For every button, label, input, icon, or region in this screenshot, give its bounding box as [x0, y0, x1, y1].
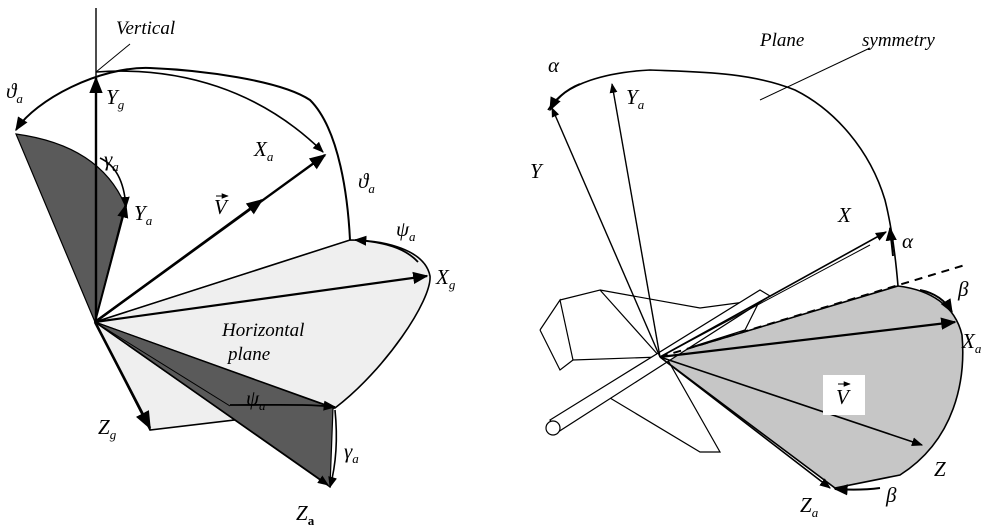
theta-arc-top [15, 66, 351, 241]
gamma-bottom-label: γa [344, 439, 359, 466]
beta-top-label: β [957, 277, 969, 301]
beta-bottom-label: β [885, 483, 897, 507]
z-arrow [659, 356, 924, 447]
beta-arc-bottom [833, 484, 881, 496]
za-label-right: Za [800, 493, 819, 520]
ya-arrow [94, 203, 129, 323]
horizontal-ray-1 [94, 239, 351, 323]
theta-top-label: ϑa [6, 79, 23, 106]
alpha-right-label: α [902, 229, 914, 253]
zg-label: Zg [98, 415, 117, 442]
gray-sector [658, 285, 964, 489]
za-arrow [659, 356, 831, 489]
xg-label: Xg [435, 265, 456, 292]
xg-arrow [94, 271, 429, 324]
y-label: Y [530, 159, 544, 183]
psi-top-label: ψa [396, 217, 416, 244]
psi-arc-bottom [229, 400, 337, 411]
alpha-arc-top [549, 83, 581, 112]
plane-label: Plane [759, 30, 804, 51]
x-arrow [659, 231, 887, 358]
symmetry-leader [759, 47, 871, 101]
right-figure: V Plane symmetry α Ya Y X α β Xa Z β Za [530, 30, 982, 520]
beta-arc-top [919, 289, 953, 314]
za-label: Za [296, 501, 315, 528]
alpha-top-label: α [548, 53, 560, 77]
v-vector-label-right: V [836, 381, 851, 409]
v-vector-label: V [214, 193, 229, 219]
symmetry-arc [547, 69, 899, 287]
psi-arc-top [353, 235, 419, 263]
vertical-leader [95, 43, 131, 73]
ya-label: Ya [134, 201, 153, 228]
left-figure: Vertical ϑa Yg γa Ya Xa V ϑa ψa Xg Horiz… [6, 8, 456, 528]
horizontal-plane-label-line2: plane [226, 344, 270, 365]
v-arrow [94, 199, 264, 323]
horizontal-plane-label-line1: Horizontal [221, 320, 304, 341]
dashed-line [659, 264, 966, 358]
x-second-line [659, 244, 871, 358]
gamma-arc-top [99, 157, 130, 209]
vertical-label: Vertical [116, 18, 175, 39]
gamma-top-label: γa [104, 147, 119, 174]
horizontal-ray-3 [94, 321, 231, 407]
ya-arrow [609, 83, 661, 358]
svg-text:V: V [214, 195, 229, 219]
ya-label-right: Ya [626, 85, 645, 112]
theta-arc-right [95, 70, 324, 153]
gamma-arc-bottom [328, 409, 338, 489]
svg-text:V: V [836, 385, 851, 409]
yg-label: Yg [106, 85, 125, 112]
za-arrow [94, 321, 329, 486]
z-label: Z [934, 457, 946, 481]
symmetry-label: symmetry [862, 30, 935, 51]
xa-label-right: Xa [961, 329, 982, 356]
xa-arrow [659, 317, 957, 359]
y-arrow [551, 107, 661, 358]
zg-arrow [93, 321, 152, 430]
psi-bottom-label: ψa [246, 386, 266, 413]
alpha-arc-right [885, 226, 897, 257]
theta-right-label: ϑa [358, 169, 375, 196]
x-label: X [837, 203, 852, 227]
xa-label: Xa [253, 137, 274, 164]
horizontal-ray-2 [94, 321, 336, 409]
